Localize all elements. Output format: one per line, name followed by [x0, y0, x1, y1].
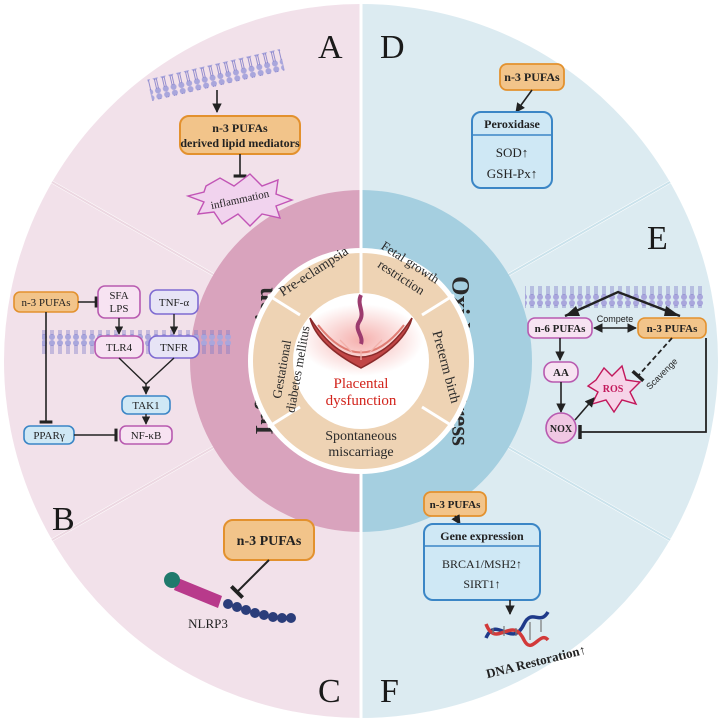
center-segment-dividers [267, 253, 455, 429]
panel-c: n-3 PUFAs NLRP3 [164, 519, 315, 631]
panel-e: n-6 PUFAs n-3 PUFAs Compete AA NOX ROS S… [525, 286, 707, 444]
lipid-mediators-line1: n-3 PUFAs [212, 121, 268, 135]
panel-letter-f: F [380, 673, 399, 710]
sirt1-label: SIRT1↑ [463, 577, 500, 591]
dna-helix-icon [484, 610, 550, 648]
n6-pufas-label: n-6 PUFAs [535, 323, 587, 335]
panel-a: n-3 PUFAs derived lipid mediators inflam… [147, 48, 301, 227]
placental-dysfunction-line1: Placental [334, 376, 389, 392]
f-n3-pufas-label: n-3 PUFAs [430, 499, 482, 511]
e-n3-pufas-label: n-3 PUFAs [647, 323, 699, 335]
b-n3-pufas-label: n-3 PUFAs [21, 297, 70, 309]
panel-d: n-3 PUFAs Peroxidase SOD↑ GSH-Px↑ [471, 63, 565, 189]
compete-label: Compete [597, 314, 634, 324]
panel-letter-e: E [647, 220, 668, 257]
nfkb-label: NF-κB [131, 430, 162, 442]
c-n3-pufas-label: n-3 PUFAs [237, 534, 302, 549]
lps-label: LPS [110, 303, 129, 315]
membrane-a [147, 48, 285, 102]
tnf-alpha-label: TNF-α [159, 297, 189, 309]
nlrp3-label: NLRP3 [188, 616, 228, 631]
tlr4-label: TLR4 [106, 342, 133, 354]
gene-expression-header: Gene expression [440, 529, 524, 543]
nox-label: NOX [550, 424, 573, 435]
nfkb-box [119, 425, 173, 445]
pparg-label: PPARγ [33, 430, 65, 442]
tak1-label: TAK1 [132, 400, 159, 412]
panel-letter-c: C [318, 673, 341, 710]
nox-node [545, 412, 577, 444]
tnfr-label: TNFR [160, 342, 189, 354]
placental-dysfunction-line2: dysfunction [326, 393, 397, 409]
ros-burst [586, 364, 642, 414]
peroxidase-header: Peroxidase [484, 117, 540, 131]
panel-letter-d: D [380, 29, 405, 66]
d-n3-pufas-label: n-3 PUFAs [504, 70, 560, 84]
segment-miscarriage-line2: miscarriage [328, 445, 393, 460]
panel-letter-b: B [52, 501, 75, 538]
ros-label: ROS [603, 384, 624, 395]
nlrp3-protein [164, 572, 296, 623]
lipid-mediators-line2: derived lipid mediators [180, 136, 300, 150]
gsh-px-label: GSH-Px↑ [487, 166, 538, 181]
aa-label: AA [553, 367, 569, 379]
panel-b: n-3 PUFAs SFA LPS TNF-α TLR4 TNFR TAK1 N… [13, 285, 232, 445]
inflammation-burst [185, 173, 294, 227]
panel-letter-a: A [318, 29, 343, 66]
membrane-e [525, 286, 705, 308]
brca1-msh2-label: BRCA1/MSH2↑ [442, 557, 522, 571]
sfa-label: SFA [109, 290, 128, 302]
placenta-icon [299, 294, 423, 376]
segment-miscarriage-line1: Spontaneous [325, 429, 397, 444]
sod-label: SOD↑ [496, 145, 529, 160]
gene-expression-box [423, 523, 541, 601]
peroxidase-box [471, 111, 553, 189]
